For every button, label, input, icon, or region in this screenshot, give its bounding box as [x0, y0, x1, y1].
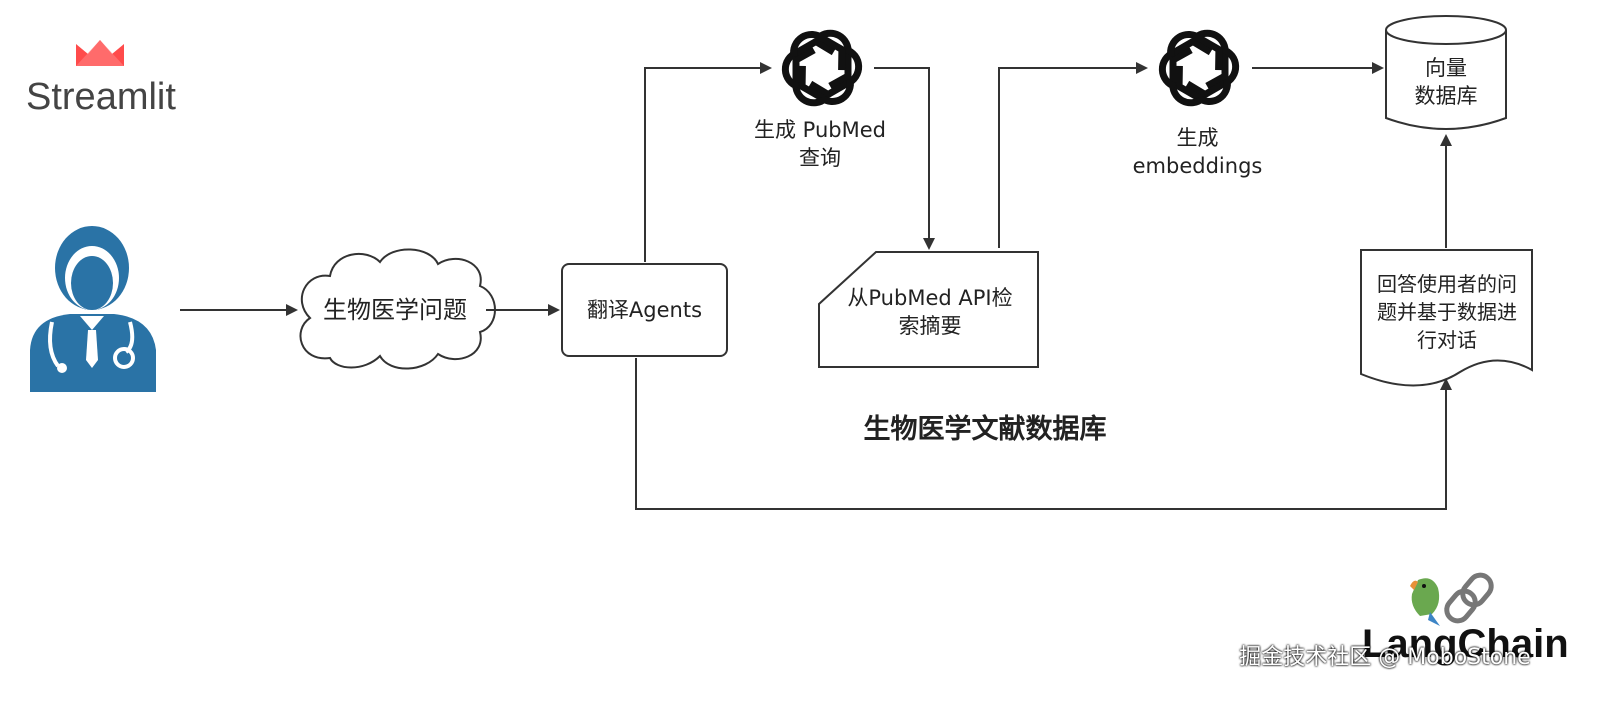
question-label: 生物医学问题 — [323, 296, 467, 324]
arrow-translate-to-answer — [635, 358, 1452, 510]
openai-logo-icon — [779, 28, 865, 108]
gen-embeddings-label: 生成 embeddings — [1132, 126, 1263, 178]
streamlit-logo-icon — [76, 40, 124, 66]
streamlit-wordmark: Streamlit — [26, 76, 176, 118]
question-cloud-shape — [299, 248, 496, 370]
answer-label: 回答使用者的问 题并基于数据进 行对话 — [1377, 272, 1517, 352]
watermark-text: 掘金技术社区 @ MoboStone — [1239, 645, 1531, 670]
doctor-user-icon — [30, 226, 156, 392]
retrieve-abstracts-shape — [818, 251, 1039, 368]
chain-link-icon — [1444, 572, 1494, 624]
parrot-icon — [1410, 578, 1440, 626]
center-title: 生物医学文献数据库 — [863, 414, 1107, 445]
arrow-query-to-retrieve — [874, 67, 935, 250]
arrow-retrieve-to-embeddings — [998, 62, 1148, 248]
langchain-wordmark: LangChain — [1362, 622, 1569, 666]
answer-document-shape — [1360, 249, 1533, 387]
translate-agents-box — [561, 263, 728, 357]
openai-logo-icon — [1156, 28, 1242, 108]
translate-agents-label: 翻译Agents — [586, 298, 703, 322]
arrow-translate-to-query — [644, 62, 772, 262]
vector-db-label: 向量 数据库 — [1414, 56, 1478, 108]
gen-query-label: 生成 PubMed 查询 — [754, 118, 886, 170]
retrieve-abstracts-label: 从PubMed API检 索摘要 — [847, 286, 1013, 338]
vector-db-cylinder — [1385, 15, 1507, 130]
